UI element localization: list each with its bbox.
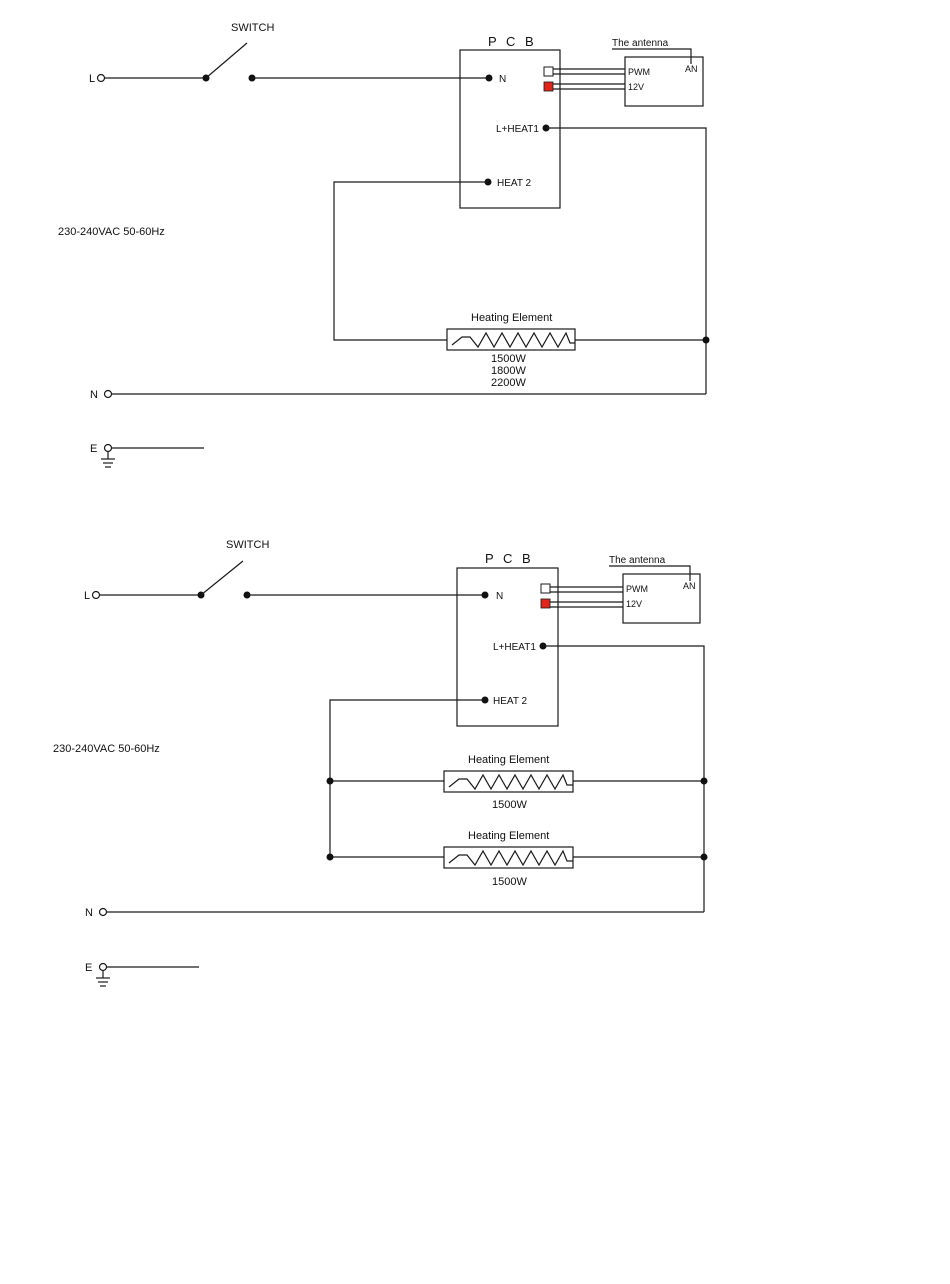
antenna-title: The antenna <box>612 38 669 49</box>
line-terminal-label: L <box>89 73 95 85</box>
element-rating-2200w: 2200W <box>491 377 526 389</box>
antenna-12v-label: 12V <box>626 599 642 609</box>
wiring-diagram-dual-element: L SWITCH P C B N L+HEAT1 HEAT 2 The ante… <box>53 539 708 986</box>
heating-element-1-coil <box>449 775 573 789</box>
neutral-terminal <box>100 909 107 916</box>
ground-symbol-icon <box>96 971 110 986</box>
pcb-lheat1-label: L+HEAT1 <box>496 124 539 135</box>
wiring-diagram-single-element: L SWITCH P C B N L+HEAT1 HEAT 2 The ante… <box>58 22 710 467</box>
neutral-terminal-label: N <box>85 907 93 919</box>
switch-lever <box>206 43 247 78</box>
lheat1-wire <box>546 128 706 394</box>
pcb-title: P C B <box>485 551 534 566</box>
heating-element-2-body <box>444 847 573 868</box>
lheat1-wire <box>543 646 704 912</box>
pcb-lheat1-label: L+HEAT1 <box>493 642 536 653</box>
antenna-12v-label: 12V <box>628 82 644 92</box>
antenna-pwm-label: PWM <box>628 67 650 77</box>
right-junction-dot-2 <box>701 854 708 861</box>
right-junction-dot-1 <box>701 778 708 785</box>
element2-rating: 1500W <box>492 876 527 888</box>
antenna-an-label: AN <box>683 581 696 591</box>
pcb-n-label: N <box>496 591 503 602</box>
heating-element-body <box>447 329 575 350</box>
pcb-n-terminal <box>486 75 493 82</box>
ground-symbol-icon <box>101 452 115 467</box>
earth-terminal-label: E <box>90 443 97 455</box>
line-terminal <box>93 592 100 599</box>
junction-dot <box>703 337 710 344</box>
heating-element-1-body <box>444 771 573 792</box>
earth-terminal <box>105 445 112 452</box>
element-rating-1800w: 1800W <box>491 365 526 377</box>
neutral-terminal <box>105 391 112 398</box>
switch-label: SWITCH <box>231 22 274 34</box>
earth-terminal <box>100 964 107 971</box>
neutral-terminal-label: N <box>90 389 98 401</box>
line-terminal-label: L <box>84 590 90 602</box>
heating-element-title: Heating Element <box>471 312 552 324</box>
pcb-heat2-label: HEAT 2 <box>497 178 532 189</box>
supply-voltage-label: 230-240VAC 50-60Hz <box>58 226 165 238</box>
heat2-wire <box>334 182 488 340</box>
antenna-title: The antenna <box>609 555 666 566</box>
left-junction-dot-2 <box>327 854 334 861</box>
pcb-title: P C B <box>488 34 537 49</box>
switch-lever <box>201 561 243 595</box>
heating-element-2-title: Heating Element <box>468 830 549 842</box>
earth-terminal-label: E <box>85 962 92 974</box>
heating-element-2-coil <box>449 851 573 865</box>
power-connector-red <box>544 82 553 91</box>
power-connector-red <box>541 599 550 608</box>
switch-label: SWITCH <box>226 539 269 551</box>
antenna-pwm-label: PWM <box>626 584 648 594</box>
antenna-an-label: AN <box>685 64 698 74</box>
pcb-n-label: N <box>499 74 506 85</box>
pwm-connector <box>541 584 550 593</box>
element-rating-1500w: 1500W <box>491 353 526 365</box>
pwm-connector <box>544 67 553 76</box>
line-terminal <box>98 75 105 82</box>
pcb-heat2-label: HEAT 2 <box>493 696 528 707</box>
pcb-n-terminal <box>482 592 489 599</box>
heating-element-1-title: Heating Element <box>468 754 549 766</box>
element1-rating: 1500W <box>492 799 527 811</box>
left-junction-dot-1 <box>327 778 334 785</box>
supply-voltage-label: 230-240VAC 50-60Hz <box>53 743 160 755</box>
heating-element-coil <box>452 333 575 347</box>
